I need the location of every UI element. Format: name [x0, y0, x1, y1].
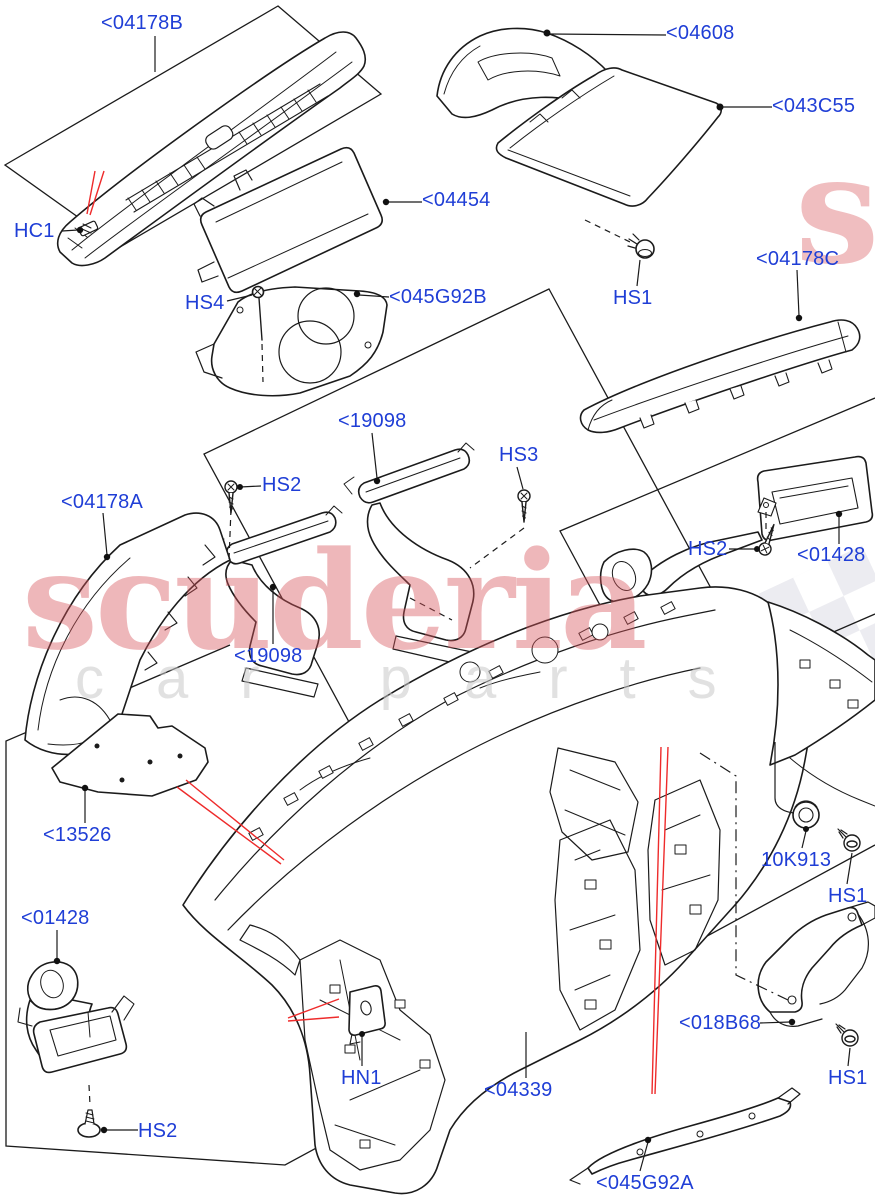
part-label-045g92b[interactable]: <045G92B — [389, 286, 487, 308]
fastener-label-hs2-right[interactable]: HS2 — [688, 538, 728, 560]
part-19098-center-duct — [343, 442, 475, 667]
fastener-label-hs1-top[interactable]: HS1 — [613, 287, 653, 309]
clip-hn1 — [348, 985, 386, 1045]
part-label-04608[interactable]: <04608 — [666, 22, 735, 44]
red-pointer-arrows — [86, 170, 669, 1095]
part-label-10k913[interactable]: 10K913 — [761, 849, 832, 871]
part-label-19098-left[interactable]: <19098 — [234, 645, 303, 667]
part-label-04178c[interactable]: <04178C — [756, 248, 840, 270]
fastener-hs1-top-screw — [627, 233, 655, 259]
fastener-label-hc1[interactable]: HC1 — [14, 220, 55, 242]
part-label-04178a[interactable]: <04178A — [61, 491, 144, 513]
part-01428-left-duct — [17, 961, 135, 1074]
part-label-19098-center[interactable]: <19098 — [338, 410, 407, 432]
part-label-045g92a[interactable]: <045G92A — [596, 1172, 694, 1194]
part-045g92b-bracket — [195, 286, 388, 397]
dashed-alignment-lines — [88, 219, 767, 1106]
part-04178c-finisher — [579, 319, 861, 434]
fastener-hs1-bottom-bolt — [835, 1023, 859, 1047]
fastener-hs2-bottom-screw — [77, 1109, 101, 1138]
part-04178b-defroster-grille — [56, 31, 367, 267]
part-01428-right-duct — [599, 455, 874, 603]
part-043c55-panel — [495, 67, 722, 207]
leader-dots — [53, 29, 843, 1144]
fastener-label-hs4[interactable]: HS4 — [185, 292, 225, 314]
leader-lines — [56, 33, 853, 1172]
part-label-04454[interactable]: <04454 — [422, 189, 491, 211]
part-label-01428-right[interactable]: <01428 — [797, 544, 866, 566]
brand-watermark-fragment: scuderia — [795, 122, 875, 298]
part-045g92a-reinforcement — [569, 1087, 801, 1185]
part-19098-left-duct — [213, 505, 343, 698]
fastener-label-hs1-right[interactable]: HS1 — [828, 885, 868, 907]
part-04454-panel — [193, 146, 383, 294]
part-13526-insulator — [51, 713, 209, 797]
fastener-label-hs2-mid[interactable]: HS2 — [262, 474, 302, 496]
fastener-label-hs3[interactable]: HS3 — [499, 444, 539, 466]
fastener-label-hn1[interactable]: HN1 — [341, 1067, 382, 1089]
dash-dot-lines — [699, 752, 789, 1001]
fastener-label-hs1-bottom[interactable]: HS1 — [828, 1067, 868, 1089]
fastener-hs4-screw — [251, 285, 265, 341]
part-label-13526[interactable]: <13526 — [43, 824, 112, 846]
part-label-043c55[interactable]: <043C55 — [772, 95, 856, 117]
fastener-hs1-right-bolt — [837, 828, 861, 852]
part-label-04339[interactable]: <04339 — [484, 1079, 553, 1101]
part-018b68-bracket — [757, 901, 875, 1027]
part-10k913-grommet — [792, 800, 820, 829]
fastener-label-hs2-bottom[interactable]: HS2 — [138, 1120, 178, 1142]
part-label-04178b[interactable]: <04178B — [101, 12, 184, 34]
part-04339-instrument-panel — [182, 586, 875, 1195]
fastener-hs3-screw — [517, 489, 531, 523]
part-label-018b68[interactable]: <018B68 — [679, 1012, 762, 1034]
part-label-01428-left[interactable]: <01428 — [21, 907, 90, 929]
